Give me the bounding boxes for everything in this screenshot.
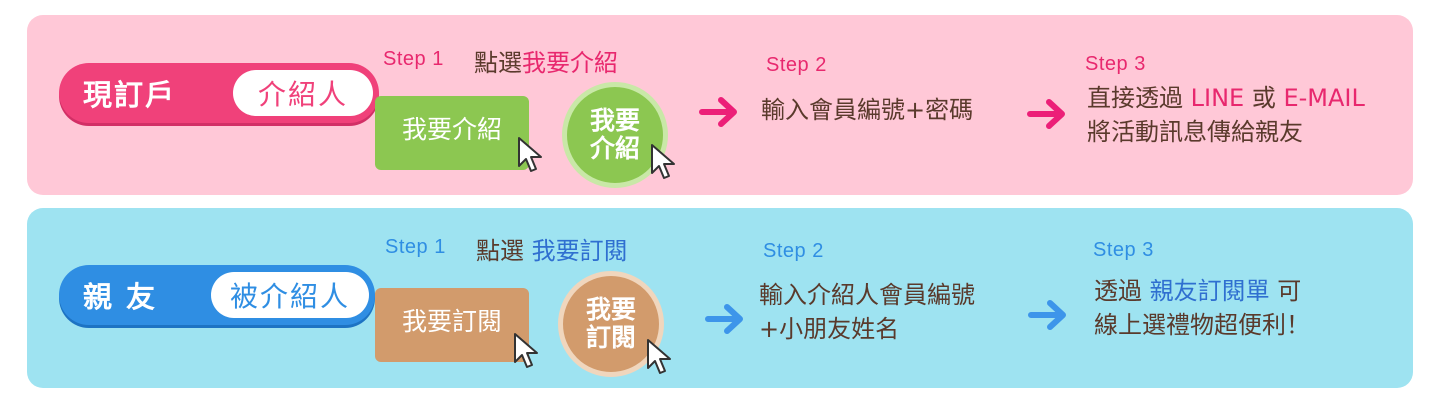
referrer-step3-email-hl: E-MAIL	[1283, 84, 1365, 112]
friend-step1-label: Step 1	[385, 236, 446, 258]
friend-step2-line1: 輸入介紹人會員編號	[759, 281, 975, 309]
friend-step3-text: 透過 親友訂閱單 可 線上選禮物超便利！	[1094, 274, 1310, 342]
referrer-step1-label: Step 1	[383, 48, 444, 70]
mouse-pointer-icon	[514, 333, 538, 368]
referrer-step3-line1-part2: 或	[1244, 84, 1284, 112]
arrow-right-icon	[1028, 300, 1066, 330]
arrow-right-icon	[699, 97, 737, 127]
referrer-step1-action: 點選我要介紹	[474, 43, 618, 78]
referrer-step1-action-prefix: 點選	[474, 49, 522, 77]
friend-step1-action-prefix: 點選	[476, 237, 532, 265]
referrer-step3-line2: 將活動訊息傳給親友	[1087, 118, 1303, 146]
referrer-panel: 現訂戶 介紹人 Step 1 點選我要介紹 我要介紹 我要 介紹 Step 2 …	[27, 15, 1413, 195]
friend-step2-text: 輸入介紹人會員編號 +小朋友姓名	[759, 278, 975, 346]
friend-step2-line2: +小朋友姓名	[759, 315, 900, 343]
friend-subscribe-circle-button[interactable]: 我要 訂閱	[558, 271, 664, 377]
referrer-badge-pill: 介紹人	[233, 70, 373, 116]
referrer-circle-line1: 我要	[589, 106, 640, 135]
friend-subscribe-button[interactable]: 我要訂閱	[375, 288, 529, 362]
friend-circle-line1: 我要	[585, 295, 636, 324]
referrer-circle-line2: 介紹	[589, 134, 640, 163]
referrer-introduce-button[interactable]: 我要介紹	[375, 96, 529, 170]
friend-step3-line1-part1: 透過	[1094, 277, 1150, 305]
friend-step1-action: 點選 我要訂閱	[476, 231, 628, 266]
referrer-step2-label: Step 2	[766, 54, 827, 76]
friend-step3-line1: 透過 親友訂閱單 可	[1094, 274, 1310, 308]
referrer-badge: 現訂戶 介紹人	[59, 63, 379, 123]
arrow-right-icon	[705, 304, 743, 334]
referrer-step3-text: 直接透過 LINE 或 E-MAIL 將活動訊息傳給親友	[1087, 81, 1365, 149]
referrer-step3-line1-part1: 直接透過	[1087, 84, 1191, 112]
friend-badge-label: 親友	[83, 280, 170, 314]
referrer-step3-line1: 直接透過 LINE 或 E-MAIL	[1087, 81, 1365, 115]
friend-badge: 親友 被介紹人	[59, 265, 375, 325]
friend-badge-pill: 被介紹人	[211, 272, 369, 318]
referrer-step1-action-highlight: 我要介紹	[522, 49, 618, 77]
arrow-right-icon	[1027, 99, 1065, 129]
referrer-step3-line-hl: LINE	[1190, 84, 1245, 112]
mouse-pointer-icon	[651, 144, 675, 179]
friend-panel: 親友 被介紹人 Step 1 點選 我要訂閱 我要訂閱 我要 訂閱 Step 2…	[27, 208, 1413, 388]
mouse-pointer-icon	[518, 137, 542, 172]
friend-step2-label: Step 2	[763, 240, 824, 262]
referrer-step3-label: Step 3	[1085, 53, 1146, 75]
referrer-badge-label: 現訂戶	[83, 78, 177, 112]
friend-step1-action-highlight: 我要訂閱	[531, 237, 628, 265]
referrer-introduce-circle-button[interactable]: 我要 介紹	[562, 82, 668, 188]
friend-circle-line2: 訂閱	[585, 323, 636, 352]
friend-step3-line1-highlight: 親友訂閱單	[1149, 277, 1270, 305]
referrer-step2-text: 輸入會員編號+密碼	[761, 96, 974, 124]
friend-step3-label: Step 3	[1093, 239, 1154, 261]
friend-step3-line2: 線上選禮物超便利！	[1094, 311, 1310, 339]
mouse-pointer-icon	[647, 339, 671, 374]
friend-step3-line1-part2: 可	[1269, 277, 1302, 305]
